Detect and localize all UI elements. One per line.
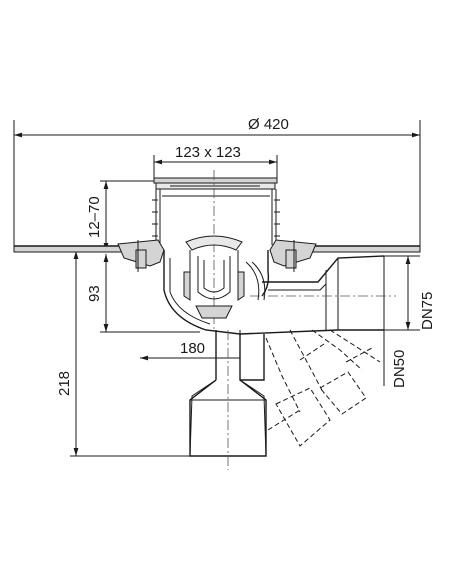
- clamp-flanges: [117, 239, 317, 272]
- extension-ribs: [152, 199, 280, 237]
- outlet-vertical-label: DN50: [391, 350, 408, 388]
- alternative-outlet-positions: [265, 329, 381, 447]
- dimension-grate-size: 123 x 123: [153, 144, 278, 178]
- dimension-outlet-horizontal: DN75: [384, 255, 436, 331]
- dimension-diameter: Ø 420: [13, 116, 421, 250]
- depth-outlet-label: 93: [86, 285, 103, 302]
- total-height-label: 218: [56, 371, 73, 396]
- dimension-depth-outlet: 93: [86, 254, 200, 333]
- outlet-offset-label: 180: [180, 340, 205, 357]
- dimension-outlet-offset: 180: [140, 330, 241, 372]
- height-adjust-label: 12–70: [86, 196, 103, 238]
- outlet-vertical: [189, 330, 267, 470]
- dimension-height-adjust: 12–70: [86, 180, 158, 252]
- dimension-outlet-vertical: DN50: [383, 330, 408, 388]
- outlet-horizontal: [239, 255, 396, 335]
- diameter-label: Ø 420: [248, 116, 289, 133]
- grate-size-label: 123 x 123: [175, 144, 241, 161]
- drain-body: [163, 235, 270, 335]
- grate-extension: [152, 170, 280, 330]
- outlet-horizontal-label: DN75: [419, 292, 436, 330]
